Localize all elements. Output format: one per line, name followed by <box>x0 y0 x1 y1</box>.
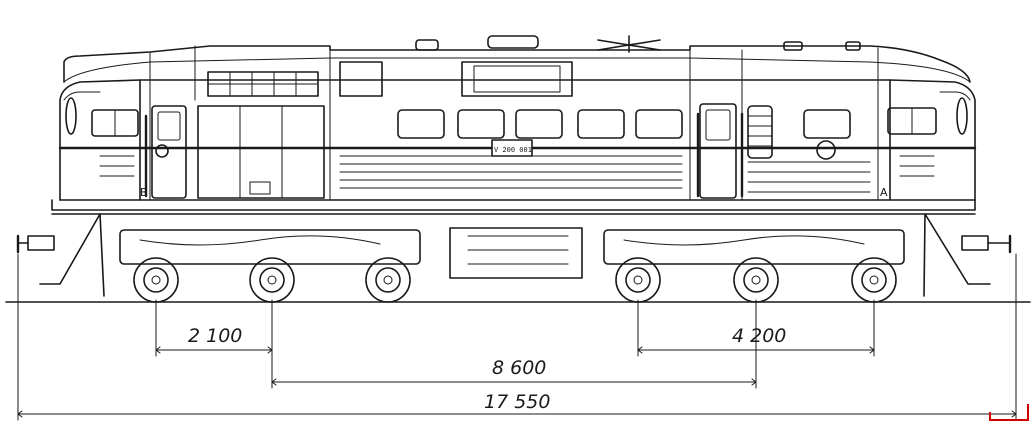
number-plate-text: V 200 001 <box>494 146 532 154</box>
dimension-bogie-axle-left: 2 100 <box>188 325 242 347</box>
locomotive-body: V 200 001 B A <box>58 35 977 201</box>
dimension-bogie-axle-right: 4 200 <box>732 325 786 347</box>
dimension-bogie-centres: 8 600 <box>492 357 546 379</box>
dimension-lines <box>17 253 1017 421</box>
corner-mark <box>989 404 1029 421</box>
underframe <box>16 199 1012 297</box>
end-mark-left: B <box>140 186 148 199</box>
dimension-length-over-buffers: 17 550 <box>484 391 550 413</box>
wheel-3 <box>365 257 411 303</box>
end-mark-right: A <box>880 186 888 199</box>
